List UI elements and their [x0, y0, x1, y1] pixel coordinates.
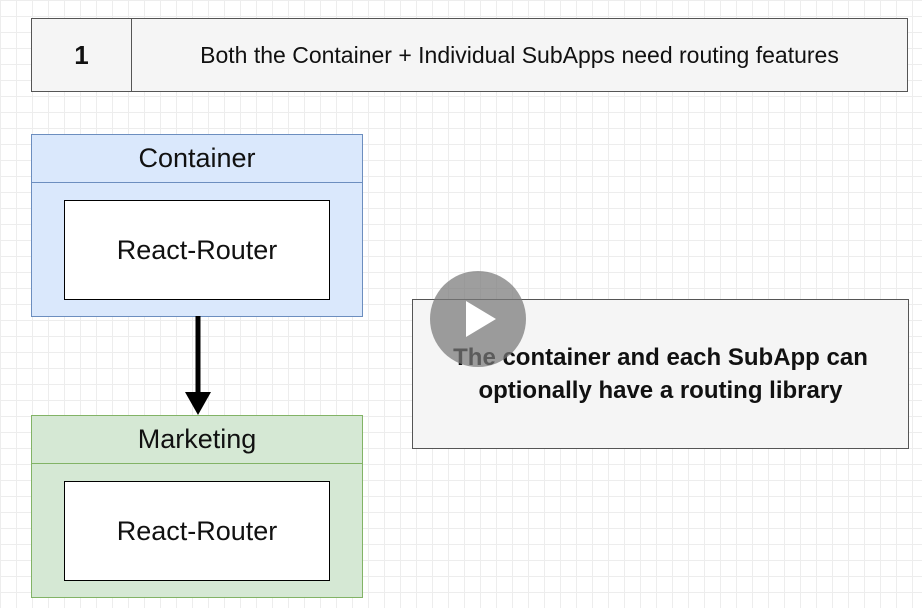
- marketing-router-box: React-Router: [64, 481, 330, 581]
- step-description: Both the Container + Individual SubApps …: [200, 41, 839, 68]
- step-number: 1: [32, 19, 132, 91]
- note-line-2: optionally have a routing library: [478, 377, 843, 404]
- note-line-1: The container and each SubApp can: [453, 344, 868, 371]
- marketing-app-box: Marketing React-Router: [31, 415, 363, 598]
- play-icon: [466, 301, 496, 337]
- marketing-title: Marketing: [32, 416, 362, 464]
- container-title: Container: [32, 135, 362, 183]
- step-header: 1 Both the Container + Individual SubApp…: [31, 18, 908, 92]
- container-app-box: Container React-Router: [31, 134, 363, 317]
- down-arrow: [185, 316, 211, 415]
- play-button[interactable]: [430, 271, 526, 367]
- container-router-box: React-Router: [64, 200, 330, 300]
